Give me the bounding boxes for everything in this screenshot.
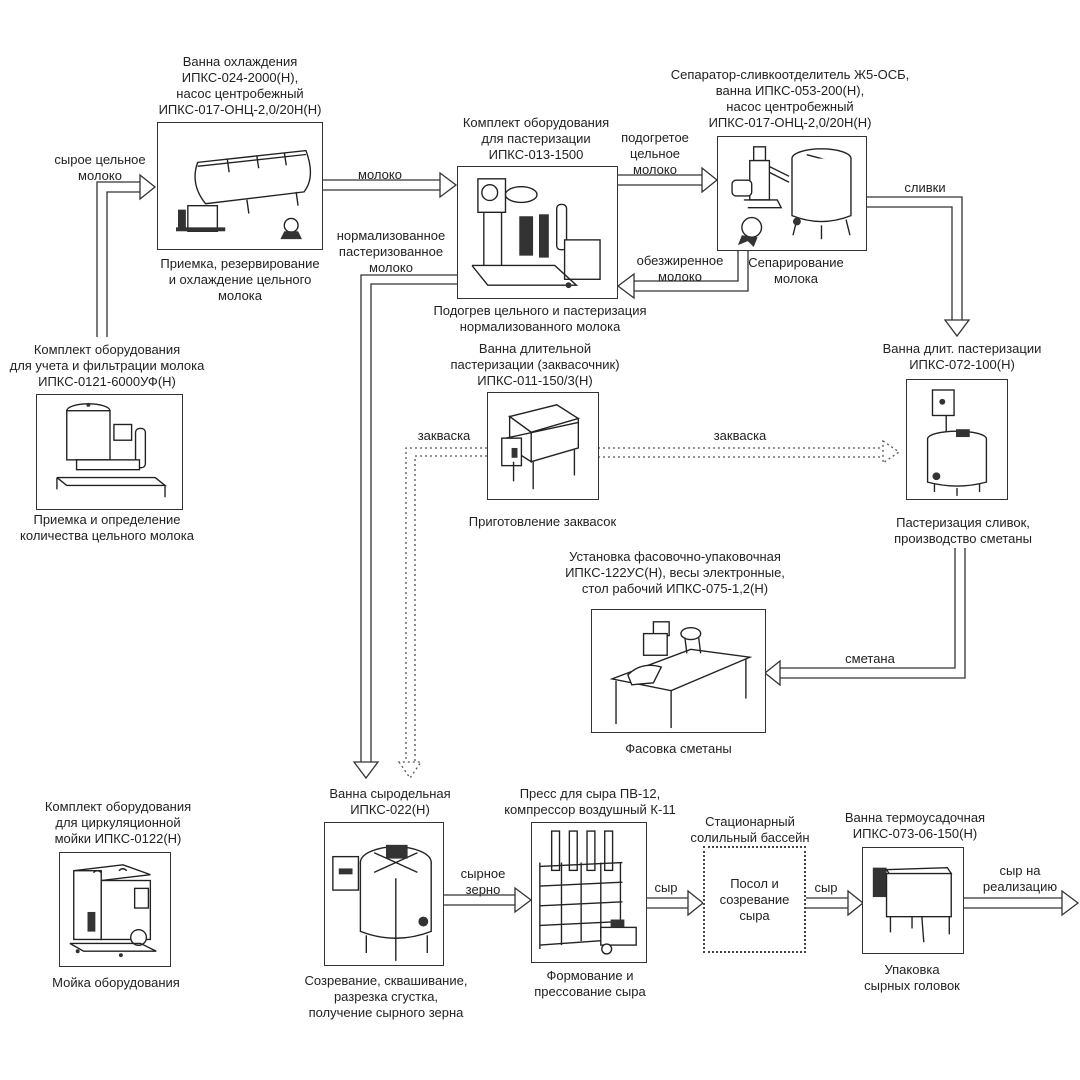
arrow-starter-right (598, 439, 901, 465)
flow-label-starter-right: закваска (713, 428, 767, 443)
cream-past-equipment-box[interactable] (906, 379, 1008, 500)
brine-process-label: Посол и созревание сыра (719, 875, 790, 923)
cip-equipment-box[interactable] (59, 852, 171, 967)
separation-process-label: Сепарирование молока (748, 255, 844, 286)
cip-equipment-label: Комплект оборудования для циркуляционной… (44, 799, 192, 846)
shrink-equipment-label: Ванна термоусадочная ИПКС-073-06-150(Н) (844, 810, 986, 841)
packing-table-icon (609, 621, 753, 729)
flow-label-starter-left: закваска (417, 428, 471, 443)
cooling-equipment-label: Ванна охлаждения ИПКС-024-2000(Н), насос… (158, 54, 322, 117)
flow-label-norm-milk: нормализованное пастеризованное молоко (336, 228, 446, 275)
pasteurizer-unit-icon (471, 178, 601, 289)
packing-process-label: Фасовка сметаны (625, 741, 732, 756)
flow-label-sour-cream: сметана (845, 651, 895, 666)
receiving-equipment-box[interactable] (36, 394, 183, 510)
flow-label-curd: сырное зерно (460, 866, 506, 897)
cip-unit-icon (69, 864, 157, 958)
flow-label-raw-milk: сырое цельное молоко (54, 152, 146, 183)
flow-label-cheese-2: сыр (814, 880, 838, 895)
cooling-tank-icon (176, 149, 312, 240)
flow-label-milk: молоко (358, 167, 402, 182)
starter-process-label: Приготовление заквасок (468, 514, 617, 529)
starter-vat-icon (501, 404, 580, 490)
shrink-vat-icon (872, 866, 953, 943)
press-equipment-label: Пресс для сыра ПВ-12, компрессор воздушн… (504, 786, 676, 817)
shrink-process-label: Упаковка сырных головок (864, 962, 960, 993)
packing-equipment-label: Установка фасовочно-упаковочная ИПКС-122… (565, 549, 785, 596)
separator-and-vat-icon (731, 146, 852, 248)
arrow-starter-left (397, 447, 487, 780)
separation-equipment-label: Сепаратор-сливкоотделитель Ж5-ОСБ, ванна… (670, 67, 910, 130)
cream-past-process-label: Пастеризация сливок, производство сметан… (894, 515, 1032, 546)
arrow-cream (866, 196, 971, 338)
cheese-press-icon (539, 830, 637, 955)
starter-equipment-box[interactable] (487, 392, 599, 500)
flow-label-cheese-out: сыр на реализацию (982, 863, 1058, 894)
pasteurization-equipment-label: Комплект оборудования для пастеризации И… (462, 115, 610, 162)
receiving-process-label: Приемка и определение количества цельног… (20, 512, 194, 543)
flow-label-cream: сливки (904, 180, 946, 195)
shrink-equipment-box[interactable] (862, 847, 964, 954)
pasteurization-equipment-box[interactable] (457, 166, 618, 299)
cip-process-label: Мойка оборудования (52, 975, 180, 990)
packing-equipment-box[interactable] (591, 609, 766, 733)
flow-label-cheese-1: сыр (654, 880, 678, 895)
flow-label-heated-milk: подогретое цельное молоко (621, 130, 689, 177)
brine-equipment-label: Стационарный солильный бассейн (690, 814, 810, 845)
separation-equipment-box[interactable] (717, 136, 867, 251)
press-equipment-box[interactable] (531, 822, 647, 963)
cheese-vat-equipment-box[interactable] (324, 822, 444, 966)
cream-past-equipment-label: Ванна длит. пастеризации ИПКС-072-100(Н) (882, 341, 1042, 372)
flow-label-skim-milk: обезжиренное молоко (636, 253, 724, 284)
pasteurization-process-label: Подогрев цельного и пастеризация нормали… (433, 303, 647, 334)
press-process-label: Формование и прессование сыра (534, 968, 646, 999)
cooling-process-label: Приемка, резервирование и охлаждение цел… (160, 256, 320, 303)
cheese-vat-process-label: Созревание, сквашивание, разрезка сгустк… (304, 973, 468, 1020)
brine-pool-box[interactable]: Посол и созревание сыра (703, 846, 806, 953)
cream-vat-icon (926, 389, 988, 496)
milk-filter-unit-icon (56, 402, 167, 498)
starter-equipment-label: Ванна длительной пастеризации (заквасочн… (450, 341, 620, 388)
cheese-vat-icon (332, 844, 432, 961)
cooling-equipment-box[interactable] (157, 122, 323, 250)
cheese-vat-equipment-label: Ванна сыродельная ИПКС-022(Н) (329, 786, 451, 817)
receiving-equipment-label: Комплект оборудования для учета и фильтр… (9, 342, 205, 389)
